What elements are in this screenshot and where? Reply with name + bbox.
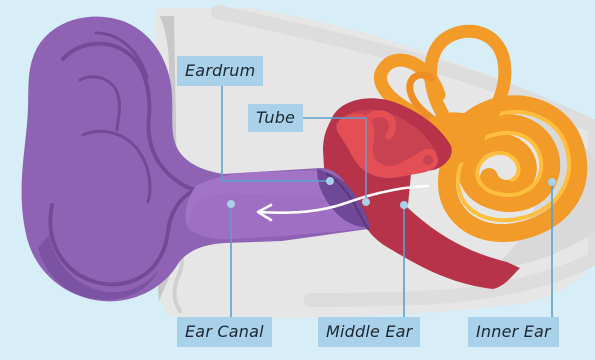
ear-canal-pointer-dot	[227, 200, 235, 208]
ossicle-circle-inner	[423, 155, 433, 165]
middle-ear-pointer-dot	[400, 201, 408, 209]
eardrum-label: Eardrum	[177, 56, 263, 86]
tube-pointer-dot	[362, 198, 370, 206]
ear-canal-label: Ear Canal	[177, 317, 272, 347]
inner-ear-pointer-dot	[548, 178, 556, 186]
tube-label: Tube	[248, 104, 303, 132]
middle-ear-label: Middle Ear	[318, 317, 420, 347]
eardrum-pointer-dot	[326, 177, 334, 185]
inner-ear-label: Inner Ear	[468, 317, 559, 347]
